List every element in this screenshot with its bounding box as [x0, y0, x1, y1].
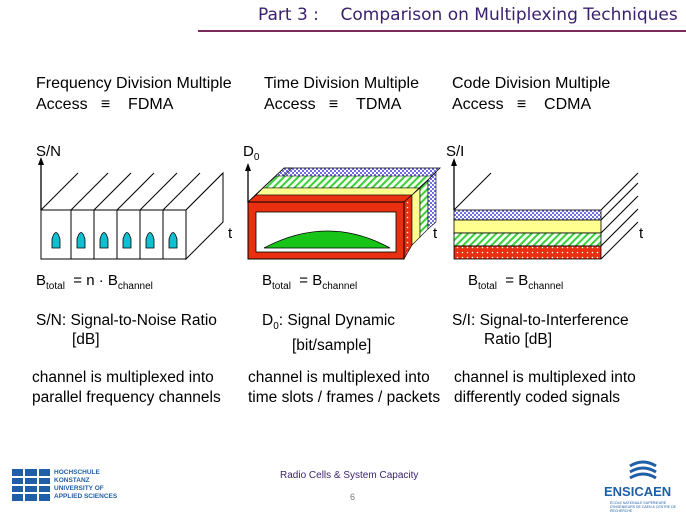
fdma-abbr: FDMA	[128, 96, 174, 113]
fdma-channel-6	[168, 232, 178, 249]
tdma-signal-dome	[263, 230, 391, 249]
tdma-green-layer	[262, 175, 433, 189]
tdma-y-arrow	[245, 163, 251, 171]
cdma-red-layer	[453, 245, 602, 260]
fdma-t-axis-label: t	[228, 225, 233, 242]
fdma-channel-4	[122, 232, 132, 249]
cdma-green-layer	[453, 232, 602, 247]
fdma-description: channel is multiplexed into parallel fre…	[32, 369, 221, 406]
tdma-yellow-slice	[411, 187, 421, 246]
cdma-y-arrow	[451, 158, 457, 166]
footer-course-title: Radio Cells & System Capacity	[280, 470, 419, 481]
tdma-heading: Time Division Multiple Access ≡ TDMA	[264, 73, 419, 115]
cdma-description: channel is multiplexed into differently …	[454, 369, 636, 406]
cdma-equiv-symbol: ≡	[516, 96, 527, 113]
tdma-definition: D0: Signal Dynamic [bit/sample]	[262, 312, 396, 355]
tdma-diagram	[245, 163, 442, 261]
tdma-equiv-symbol: ≡	[328, 96, 339, 113]
fdma-channel-1	[51, 232, 61, 249]
fdma-heading-line1: Frequency Division Multiple	[36, 75, 232, 92]
tdma-bandwidth-equation: Btotal = Bchannel	[262, 272, 358, 292]
fdma-diagram	[38, 157, 224, 261]
tdma-description: channel is multiplexed into time slots /…	[248, 369, 441, 406]
cdma-diagram	[451, 158, 639, 260]
tdma-red-slice	[403, 194, 413, 261]
fdma-bandwidth-equation: Btotal = n · Bchannel	[36, 272, 153, 292]
fdma-channel-2	[76, 232, 86, 249]
tdma-t-axis-label: t	[433, 225, 438, 242]
tdma-heading-line1: Time Division Multiple	[264, 75, 419, 92]
fdma-heading-access: Access	[36, 96, 88, 113]
cdma-abbr: CDMA	[544, 96, 592, 113]
slide-title: Part 3 : Comparison on Multiplexing Tech…	[258, 5, 678, 25]
tdma-abbr: TDMA	[356, 96, 402, 113]
fdma-y-arrow	[38, 157, 44, 165]
cdma-heading-line1: Code Division Multiple	[452, 75, 611, 92]
tdma-blue-slice	[427, 171, 437, 230]
tdma-y-axis-label: D0	[243, 143, 260, 163]
fdma-definition: S/N: Signal-to-Noise Ratio [dB]	[36, 312, 217, 348]
fdma-channel-5	[145, 232, 155, 249]
cdma-definition: S/I: Signal-to-Interference Ratio [dB]	[452, 312, 629, 348]
cdma-yellow-layer	[453, 219, 602, 234]
fdma-equiv-symbol: ≡	[100, 96, 111, 113]
fdma-y-axis-label: S/N	[36, 143, 62, 160]
ensicaen-logo: ENSICAEN ÉCOLE NATIONALE SUPÉRIEURE D'IN…	[604, 460, 680, 514]
fdma-heading: Frequency Division Multiple Access ≡ FDM…	[36, 73, 232, 115]
tdma-heading-access: Access	[264, 96, 316, 113]
ensicaen-logo-mark	[629, 460, 657, 480]
tdma-red-layer	[247, 194, 413, 203]
fdma-channel-3	[99, 232, 109, 249]
tdma-green-slice	[419, 179, 429, 238]
cdma-blue-layer	[453, 209, 602, 221]
cdma-y-axis-label: S/I	[446, 143, 465, 160]
title-underline	[198, 30, 686, 32]
page-number: 6	[350, 492, 356, 502]
cdma-t-axis-label: t	[639, 225, 644, 242]
htwg-logo-mark	[12, 469, 50, 501]
cdma-heading-access: Access	[452, 96, 504, 113]
cdma-bandwidth-equation: Btotal = Bchannel	[468, 272, 564, 292]
cdma-heading: Code Division Multiple Access ≡ CDMA	[452, 73, 610, 115]
tdma-yellow-layer	[255, 187, 420, 196]
